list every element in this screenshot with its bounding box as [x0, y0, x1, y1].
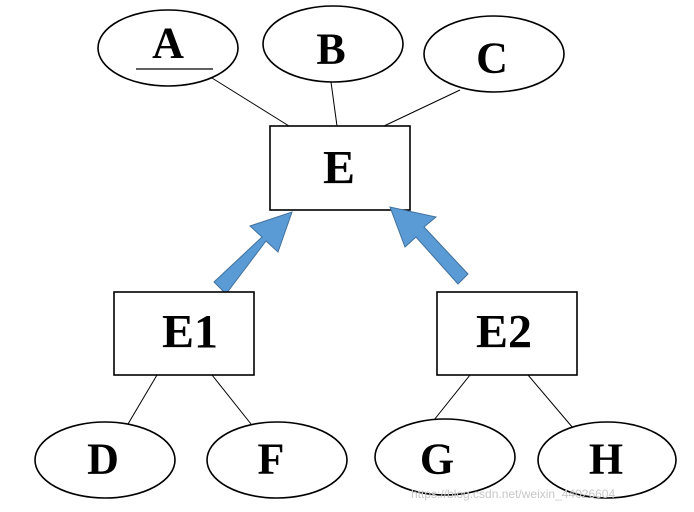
- attribute-b: B: [262, 5, 404, 83]
- watermark-text: https://blog.csdn.net/weixin_44026604: [411, 487, 615, 501]
- attribute-c-label: C: [476, 34, 508, 83]
- link-e1-d: [127, 374, 158, 425]
- attribute-c: C: [423, 15, 565, 93]
- entity-e2: E2: [436, 291, 578, 376]
- attribute-a: A: [97, 9, 239, 87]
- entity-e1-label: E1: [162, 306, 218, 359]
- attribute-a-label: A: [152, 19, 184, 68]
- entity-e: E: [269, 125, 411, 211]
- entity-e2-label: E2: [476, 306, 532, 359]
- link-c-e: [383, 89, 461, 127]
- entity-e-label: E: [323, 142, 355, 195]
- attribute-d: D: [34, 421, 176, 499]
- link-b-e: [330, 81, 338, 127]
- attribute-f: F: [206, 421, 348, 499]
- attribute-g-label: G: [420, 435, 454, 484]
- attribute-f-label: F: [258, 435, 285, 484]
- link-e1-f: [211, 374, 252, 425]
- entity-e1: E1: [113, 291, 255, 376]
- link-a-e: [211, 77, 290, 127]
- attribute-b-label: B: [316, 25, 345, 74]
- arrow-e1-to-e: [213, 211, 293, 295]
- attribute-d-label: D: [87, 435, 119, 484]
- attribute-h: H: [537, 421, 677, 499]
- attribute-g: G: [374, 418, 516, 496]
- link-e2-h: [527, 374, 574, 429]
- attribute-h-label: H: [589, 435, 623, 484]
- arrow-e2-to-e: [389, 206, 469, 285]
- link-e2-g: [433, 374, 471, 421]
